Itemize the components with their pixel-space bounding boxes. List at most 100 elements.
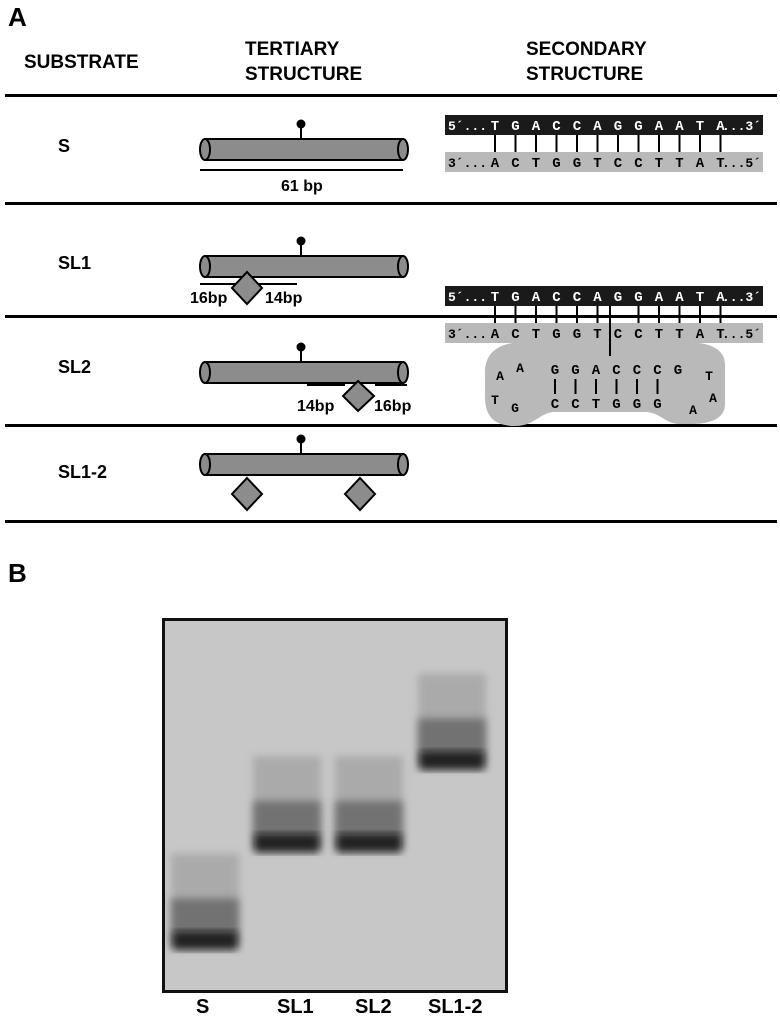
bottom-base-8: T bbox=[655, 156, 663, 172]
top-base-10: T bbox=[696, 119, 704, 135]
header-tertiary: TERTIARY STRUCTURE bbox=[245, 37, 362, 87]
gel-image bbox=[162, 618, 508, 993]
loop-right-base-2: A bbox=[689, 403, 697, 418]
row-divider-1 bbox=[5, 202, 777, 205]
loop-right-base-1: A bbox=[709, 391, 717, 406]
header-tertiary-line2: STRUCTURE bbox=[245, 64, 363, 85]
top-base-1: G bbox=[511, 119, 519, 135]
bottom-base-5: T bbox=[593, 156, 601, 172]
row-label-sl2: SL2 bbox=[58, 357, 92, 377]
sl2-left-arm-label: 14bp bbox=[297, 398, 335, 415]
stem-upper-base-0: G bbox=[551, 363, 559, 379]
stem-upper-base-6: G bbox=[674, 363, 682, 379]
top-base-3: C bbox=[552, 290, 561, 306]
bottom-strand-bar bbox=[445, 323, 763, 343]
top-base-9: A bbox=[675, 290, 684, 306]
top-base-8: A bbox=[655, 290, 664, 306]
bottom-base-10: A bbox=[696, 327, 705, 343]
bottom-strand-3prime: 3´... bbox=[448, 327, 487, 342]
sl1-left-arm-label: 16bp bbox=[190, 290, 228, 307]
bottom-base-3: G bbox=[552, 327, 560, 343]
bottom-base-7: C bbox=[634, 327, 643, 343]
bottom-base-4: G bbox=[573, 327, 581, 343]
top-base-4: C bbox=[573, 119, 582, 135]
bottom-strand-bar bbox=[445, 152, 763, 172]
bottom-base-0: A bbox=[491, 156, 500, 172]
row-label-sl1: SL1 bbox=[58, 253, 92, 273]
bottom-base-6: C bbox=[614, 156, 623, 172]
substrate-s-diagram bbox=[199, 119, 409, 171]
sl1-right-arm-label: 14bp bbox=[265, 290, 303, 307]
substrate-sl1-2-diagram bbox=[199, 434, 409, 512]
bottom-strand-3prime: 3´... bbox=[448, 156, 487, 171]
bottom-base-10: A bbox=[696, 156, 705, 172]
bottom-base-7: C bbox=[634, 156, 643, 172]
bottom-base-11: T bbox=[716, 156, 724, 172]
stem-upper-base-4: C bbox=[633, 363, 642, 379]
top-base-2: A bbox=[532, 119, 541, 135]
substrate-sl1-diagram bbox=[199, 236, 409, 306]
stem-lower-base-4: G bbox=[633, 397, 641, 413]
stem-upper-base-2: A bbox=[592, 363, 601, 379]
top-base-0: T bbox=[491, 290, 499, 306]
header-tertiary-line1: TERTIARY bbox=[245, 39, 340, 60]
header-secondary: SECONDARY STRUCTURE bbox=[526, 37, 647, 87]
top-base-6: G bbox=[614, 290, 622, 306]
top-base-11: A bbox=[716, 290, 725, 306]
gel-band-2 bbox=[337, 834, 401, 852]
stem-loop-background bbox=[485, 324, 725, 426]
top-base-4: C bbox=[573, 290, 582, 306]
row-divider-2 bbox=[5, 315, 777, 318]
top-strand-3prime: ...3´ bbox=[722, 119, 761, 134]
bottom-rule bbox=[5, 520, 777, 523]
gel-band-1 bbox=[255, 834, 319, 852]
top-base-11: A bbox=[716, 119, 725, 135]
top-base-1: G bbox=[511, 290, 519, 306]
top-strand-5prime: 5´... bbox=[448, 119, 487, 134]
lane-label-sl1-2: SL1-2 bbox=[428, 996, 483, 1018]
top-strand-bar bbox=[445, 115, 763, 135]
top-strand-3prime: ...3´ bbox=[722, 290, 761, 305]
loop-left-base-1: A bbox=[516, 361, 524, 376]
bottom-base-9: T bbox=[675, 327, 683, 343]
lane-label-sl2: SL2 bbox=[355, 996, 392, 1018]
panel-b-letter: B bbox=[8, 558, 27, 588]
top-base-8: A bbox=[655, 119, 664, 135]
loop-left-base-0: A bbox=[496, 369, 504, 384]
bottom-strand-5prime: ...5´ bbox=[722, 156, 761, 171]
gel-band-3 bbox=[420, 751, 484, 770]
top-base-0: T bbox=[491, 119, 499, 135]
stem-lower-base-5: G bbox=[653, 397, 661, 413]
top-base-9: A bbox=[675, 119, 684, 135]
header-secondary-line1: SECONDARY bbox=[526, 39, 647, 60]
loop-left-base-2: T bbox=[491, 393, 499, 408]
bottom-strand-5prime: ...5´ bbox=[722, 327, 761, 342]
header-secondary-line2: STRUCTURE bbox=[526, 64, 644, 85]
stem-lower-base-3: G bbox=[612, 397, 620, 413]
bottom-base-6: C bbox=[614, 327, 623, 343]
bottom-base-2: T bbox=[532, 327, 540, 343]
panel-a-letter: A bbox=[8, 2, 27, 32]
stem-upper-base-1: G bbox=[571, 363, 579, 379]
bottom-base-4: G bbox=[573, 156, 581, 172]
bottom-base-0: A bbox=[491, 327, 500, 343]
bottom-base-1: C bbox=[511, 156, 520, 172]
bottom-base-8: T bbox=[655, 327, 663, 343]
bottom-base-1: C bbox=[511, 327, 520, 343]
top-base-5: A bbox=[593, 119, 602, 135]
length-label-61bp: 61 bp bbox=[281, 178, 323, 195]
row-label-sl1-2: SL1-2 bbox=[58, 462, 108, 482]
top-base-10: T bbox=[696, 290, 704, 306]
stem-lower-base-1: C bbox=[571, 397, 580, 413]
loop-left-base-3: G bbox=[511, 401, 519, 416]
substrate-sl2-diagram bbox=[199, 342, 409, 413]
top-strand-bar bbox=[445, 286, 763, 306]
top-base-7: G bbox=[634, 290, 642, 306]
bottom-base-3: G bbox=[552, 156, 560, 172]
header-substrate: SUBSTRATE bbox=[24, 52, 139, 73]
top-base-5: A bbox=[593, 290, 602, 306]
top-base-7: G bbox=[634, 119, 642, 135]
lane-label-s: S bbox=[196, 996, 210, 1018]
lane-label-sl1: SL1 bbox=[277, 996, 314, 1018]
